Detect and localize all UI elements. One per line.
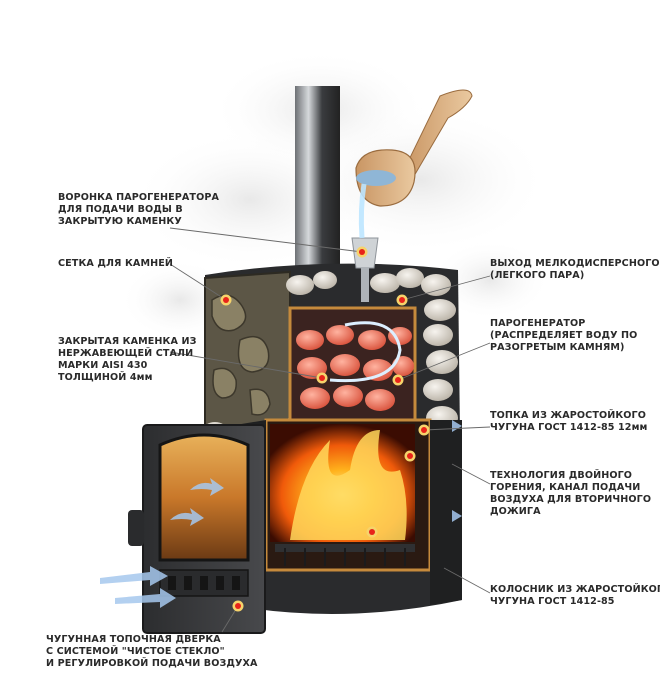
callout-line: СЕТКА ДЛЯ КАМНЕЙ	[58, 258, 174, 269]
callout-line: ТОПКА ИЗ ЖАРОСТОЙКОГО	[490, 410, 647, 421]
callout-line: И РЕГУЛИРОВКОЙ ПОДАЧИ ВОЗДУХА	[46, 658, 258, 669]
callout-line: ДОЖИГА	[490, 506, 541, 517]
callout-markers	[220, 246, 430, 612]
callout-mesh: СЕТКА ДЛЯ КАМНЕЙ	[58, 258, 173, 270]
callout-closed-heater: ЗАКРЫТАЯ КАМЕНКА ИЗ НЕРЖАВЕЮЩЕЙ СТАЛИ МА…	[58, 336, 197, 384]
callout-door: ЧУГУННАЯ ТОПОЧНАЯ ДВЕРКА С СИСТЕМОЙ "ЧИС…	[46, 634, 258, 670]
leader-lines	[169, 227, 491, 633]
callout-steam-gen: ПАРОГЕНЕРАТОР (РАСПРЕДЕЛЯЕТ ВОДУ ПО РАЗО…	[490, 318, 637, 354]
callout-grate: КОЛОСНИК ИЗ ЖАРОСТОЙКОГО ЧУГУНА ГОСТ 141…	[490, 584, 660, 608]
callout-firebox: ТОПКА ИЗ ЖАРОСТОЙКОГО ЧУГУНА ГОСТ 1412-8…	[490, 410, 647, 434]
callout-funnel: ВОРОНКА ПАРОГЕНЕРАТОРА ДЛЯ ПОДАЧИ ВОДЫ В…	[58, 192, 219, 228]
stone-mesh	[204, 270, 291, 431]
callout-line: ВОРОНКА ПАРОГЕНЕРАТОРА	[58, 192, 219, 203]
callout-line: ПАРОГЕНЕРАТОР	[490, 318, 586, 329]
callout-line: ЧУГУННАЯ ТОПОЧНАЯ ДВЕРКА	[46, 634, 221, 645]
callout-line: (ЛЕГКОГО ПАРА)	[490, 270, 585, 281]
callout-line: РАЗОГРЕТЫМ КАМНЯМ)	[490, 342, 625, 353]
callout-line: ЗАКРЫТУЮ КАМЕНКУ	[58, 216, 182, 227]
callout-line: КОЛОСНИК ИЗ ЖАРОСТОЙКОГО	[490, 584, 660, 595]
callout-steam-out: ВЫХОД МЕЛКОДИСПЕРСНОГО (ЛЕГКОГО ПАРА)	[490, 258, 660, 282]
airflow-arrows	[100, 420, 462, 608]
callout-line: ТОЛЩИНОЙ 4мм	[58, 372, 153, 383]
callout-line: ЧУГУНА ГОСТ 1412-85 12мм	[490, 422, 648, 433]
closed-heater-chamber	[288, 306, 417, 422]
callout-line: ТЕХНОЛОГИЯ ДВОЙНОГО	[490, 470, 633, 481]
door-panel	[128, 424, 266, 634]
callout-line: (РАСПРЕДЕЛЯЕТ ВОДУ ПО	[490, 330, 638, 341]
callout-line: ЧУГУНА ГОСТ 1412-85	[490, 596, 615, 607]
callout-line: МАРКИ AISI 430	[58, 360, 148, 371]
callout-line: ЗАКРЫТАЯ КАМЕНКА ИЗ	[58, 336, 197, 347]
ladle	[355, 89, 473, 239]
callout-double-burn: ТЕХНОЛОГИЯ ДВОЙНОГО ГОРЕНИЯ, КАНАЛ ПОДАЧ…	[490, 470, 651, 518]
callout-line: ВОЗДУХА ДЛЯ ВТОРИЧНОГО	[490, 494, 652, 505]
callout-line: С СИСТЕМОЙ "ЧИСТОЕ СТЕКЛО"	[46, 646, 225, 657]
firebox	[264, 418, 432, 572]
callout-line: ГОРЕНИЯ, КАНАЛ ПОДАЧИ	[490, 482, 641, 493]
callout-line: ВЫХОД МЕЛКОДИСПЕРСНОГО	[490, 258, 660, 269]
callout-line: НЕРЖАВЕЮЩЕЙ СТАЛИ	[58, 348, 194, 359]
callout-line: ДЛЯ ПОДАЧИ ВОДЫ В	[58, 204, 183, 215]
